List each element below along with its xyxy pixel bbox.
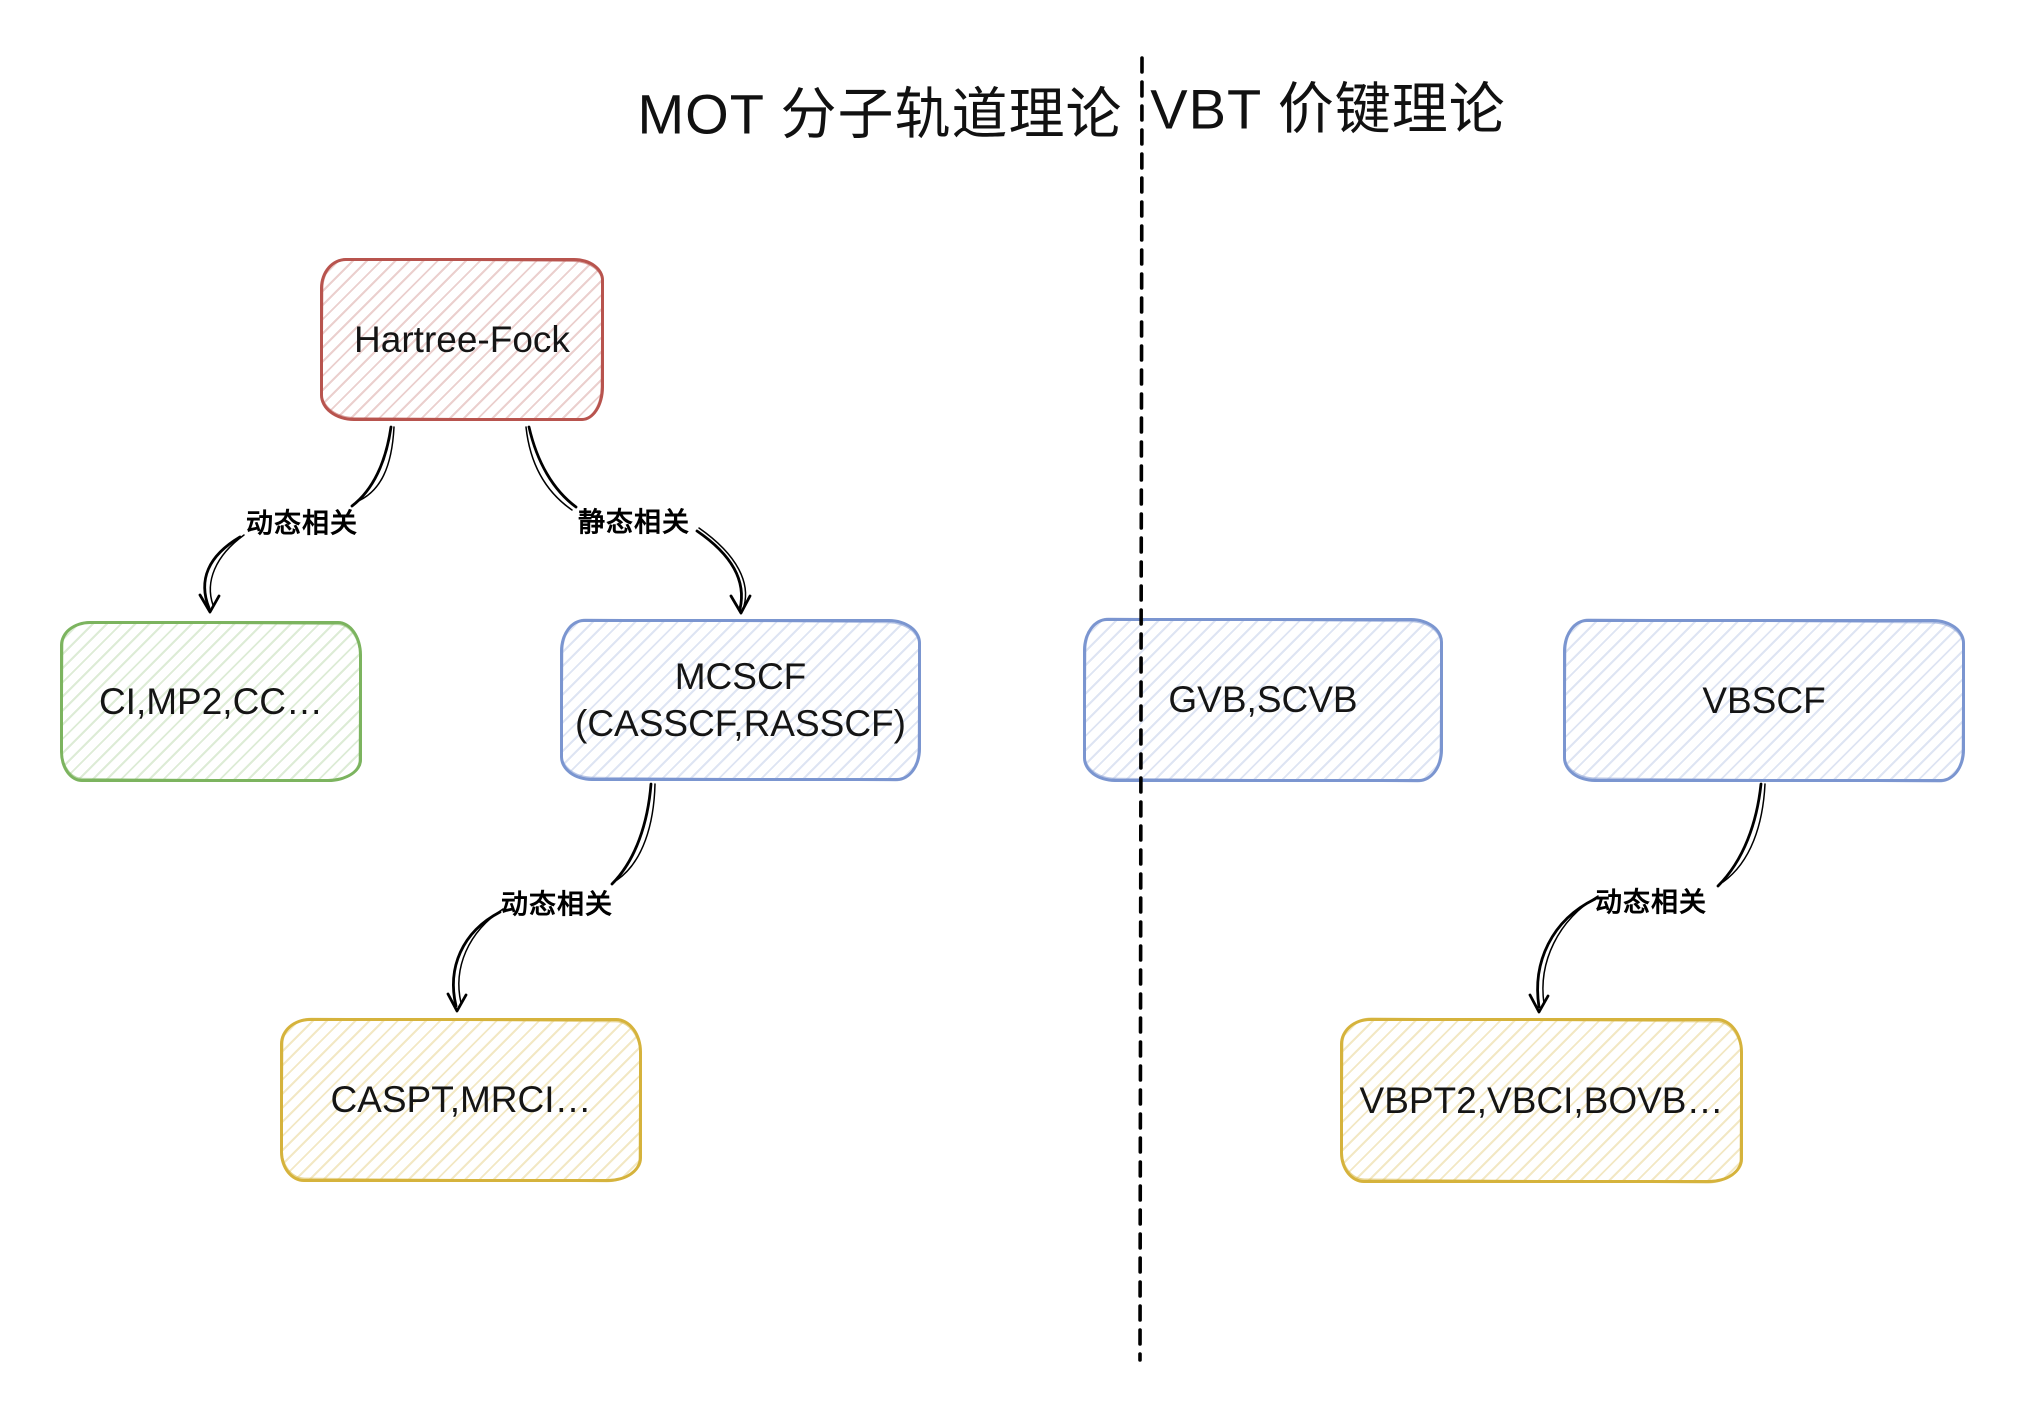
node-gvb-scvb: GVB,SCVB <box>1083 618 1443 782</box>
arrowhead-caspt <box>446 992 468 1013</box>
section-title-mot: MOT 分子轨道理论 <box>637 82 1123 146</box>
edge-label-dynamic-correlation-2: 动态相关 <box>501 889 613 920</box>
node-mcscf-label-line1: MCSCF <box>674 655 807 697</box>
node-vbpt2-vbci-bovb: VBPT2,VBCI,BOVB… <box>1340 1018 1743 1183</box>
edge-label-dynamic-correlation-3: 动态相关 <box>1595 887 1707 918</box>
edge-label-static-correlation: 静态相关 <box>578 507 690 538</box>
node-caspt-mrci: CASPT,MRCI… <box>280 1018 642 1182</box>
node-vbpt2-vbci-bovb-label: VBPT2,VBCI,BOVB… <box>1359 1079 1724 1121</box>
arrowhead-ci <box>198 593 221 614</box>
node-ci-mp2-cc: CI,MP2,CC… <box>60 621 362 782</box>
edge-label-dynamic-correlation-1: 动态相关 <box>246 508 358 539</box>
node-gvb-scvb-label: GVB,SCVB <box>1168 679 1358 721</box>
node-caspt-mrci-label: CASPT,MRCI… <box>330 1079 592 1121</box>
section-title-vbt: VBT 价键理论 <box>1150 77 1506 141</box>
node-mcscf: MCSCF (CASSCF,RASSCF) <box>560 619 921 781</box>
node-vbscf-label: VBSCF <box>1702 679 1826 721</box>
node-ci-mp2-cc-label: CI,MP2,CC… <box>98 680 324 722</box>
node-hartree-fock: Hartree-Fock <box>320 258 604 421</box>
arrowhead-mcscf <box>729 594 752 615</box>
node-mcscf-label-line2: (CASSCF,RASSCF) <box>575 703 906 744</box>
node-hartree-fock-label: Hartree-Fock <box>354 318 570 360</box>
node-vbscf: VBSCF <box>1563 619 1965 782</box>
arrowhead-vbpt2 <box>1528 993 1550 1014</box>
